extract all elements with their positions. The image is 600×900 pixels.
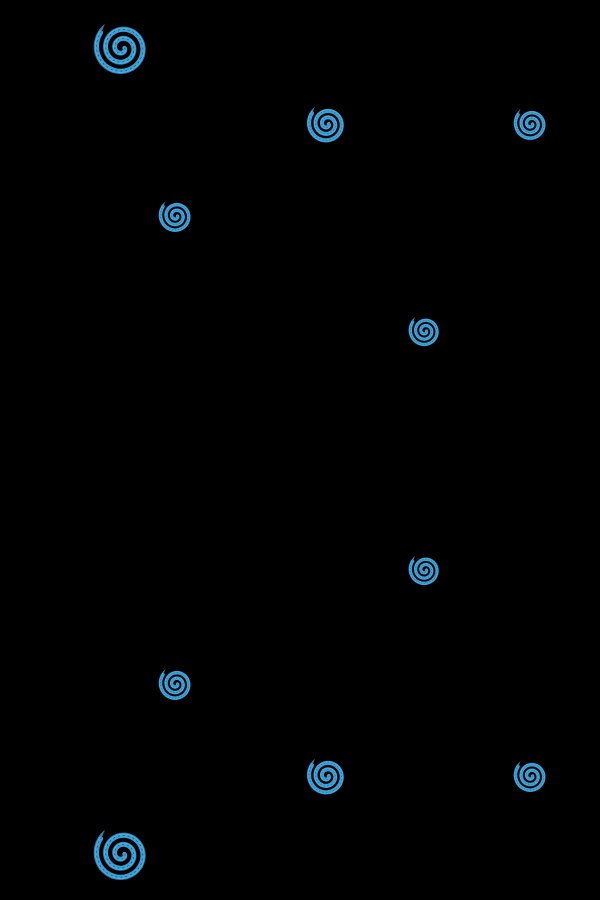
spiral-brush-strand	[409, 557, 439, 585]
swirl-top-right	[513, 109, 546, 140]
spiral-brush-strand	[159, 203, 190, 231]
spiral-brush-strand	[306, 759, 344, 795]
spiral-brush-strand	[409, 319, 438, 346]
spiral-brush-strand	[159, 670, 190, 700]
spiral-icon	[306, 759, 344, 795]
spiral-brush-strand	[308, 110, 343, 142]
spiral-icon	[306, 107, 344, 143]
swirl-large-bottom-left	[93, 830, 146, 881]
spiral-brush-strand	[513, 109, 546, 140]
spiral-brush-strand	[94, 26, 145, 74]
swirl-bottom-center	[306, 759, 344, 795]
spiral-icon	[513, 761, 546, 792]
spiral-brush-strand	[158, 669, 191, 700]
spiral-brush-strand	[409, 558, 438, 585]
swirl-bottom-right	[513, 761, 546, 792]
spiral-brush-strand	[409, 318, 439, 346]
spiral-brush-strand	[95, 28, 145, 73]
spiral-brush-strand	[307, 108, 344, 142]
spiral-brush-strand	[158, 201, 191, 232]
spiral-brush-strand	[308, 762, 343, 794]
spiral-icon	[93, 24, 146, 75]
spiral-brush-strand	[93, 24, 146, 75]
spiral-brush-strand	[306, 107, 344, 143]
spiral-icon	[158, 669, 191, 700]
spiral-icon	[158, 201, 191, 232]
spiral-icon	[513, 109, 546, 140]
spiral-brush-strand	[514, 111, 545, 139]
spiral-brush-strand	[408, 317, 439, 347]
swirl-top-center	[306, 107, 344, 143]
spiral-icon	[93, 830, 146, 881]
swirl-lower-left	[158, 669, 191, 700]
spiral-brush-strand	[95, 834, 145, 879]
swirl-upper-left	[158, 201, 191, 232]
spiral-brush-strand	[307, 760, 344, 794]
spiral-brush-strand	[514, 110, 545, 140]
spiral-brush-strand	[94, 832, 145, 880]
spiral-brush-strand	[514, 763, 545, 791]
spiral-brush-strand	[408, 556, 439, 586]
spiral-brush-strand	[513, 761, 546, 792]
spiral-brush-strand	[159, 671, 190, 699]
swirl-large-top-left	[93, 24, 146, 75]
spiral-icon	[408, 556, 439, 586]
swirl-lower-middle-right	[408, 556, 439, 586]
swirl-middle-right	[408, 317, 439, 347]
spiral-brush-strand	[93, 830, 146, 881]
spiral-icon	[408, 317, 439, 347]
spiral-brush-strand	[159, 202, 190, 232]
spiral-brush-strand	[514, 762, 545, 792]
